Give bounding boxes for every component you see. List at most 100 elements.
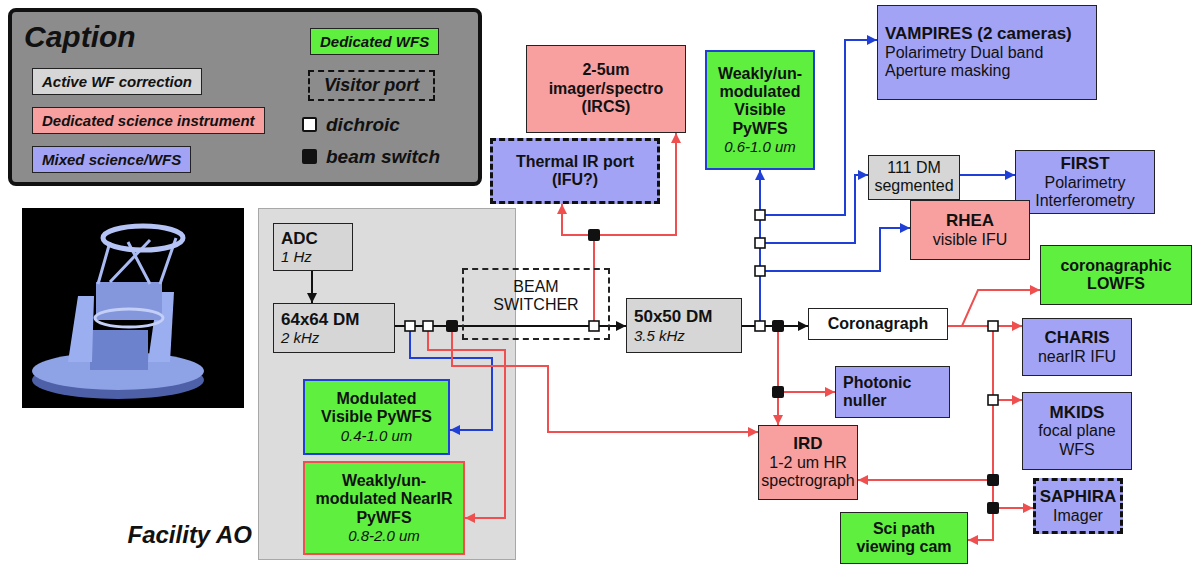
node-title: SAPHIRA xyxy=(1040,487,1117,507)
node-title: FIRST xyxy=(1060,154,1109,174)
node-detail: 0.8-2.0 um xyxy=(348,527,420,544)
beam-switch-symbol xyxy=(772,386,784,398)
beam-switch-symbol xyxy=(446,320,458,332)
dichroic-symbol xyxy=(755,321,765,331)
dichroic-symbol xyxy=(405,321,415,331)
beam-switch-sample xyxy=(302,149,317,164)
telescope-illustration xyxy=(32,226,204,399)
beam-path-wire xyxy=(593,268,595,326)
instrument-box: FIRSTPolarimetry Interferometry xyxy=(1015,150,1155,214)
wfs-box: Weakly/un-modulated NearIR PyWFS0.8-2.0 … xyxy=(303,461,465,555)
node-title: Thermal IR port (IFU?) xyxy=(500,153,650,190)
instrument-box: MKIDSfocal plane WFS xyxy=(1022,392,1132,470)
dichroic-symbol xyxy=(589,321,599,331)
telescope-top-ring xyxy=(103,226,183,250)
dichroic-sample xyxy=(302,117,317,132)
legend-swatch: Mixed science/WFS xyxy=(32,146,191,173)
node-detail: visible IFU xyxy=(933,231,1008,249)
visitor-port-box: Thermal IR port (IFU?) xyxy=(490,138,660,204)
legend-text: dichroic xyxy=(326,114,400,136)
node-detail: 1 Hz xyxy=(281,248,312,265)
infrared-beam-arrow xyxy=(742,326,778,425)
node-title: ADC xyxy=(281,229,318,249)
deformable-mirror-box: 64x64 DM2 kHz xyxy=(273,303,395,353)
legend-symbol-entry: dichroic xyxy=(302,114,400,136)
node-title: VAMPIRES (2 cameras) xyxy=(885,24,1072,44)
legend-text: Mixed science/WFS xyxy=(42,151,181,168)
node-detail: Polarimetry Dual band Aperture masking xyxy=(885,44,1089,81)
infrared-beam-arrow xyxy=(948,326,1033,508)
coronagraph-box: Coronagraph xyxy=(808,308,948,340)
beam-switch-symbol xyxy=(772,320,784,332)
beam-switch-symbol xyxy=(588,229,600,241)
wfs-box: Modulated Visible PyWFS0.4-1.0 um xyxy=(303,379,450,455)
node-title: MKIDS xyxy=(1050,403,1105,423)
dichroic-symbol xyxy=(755,210,765,220)
node-detail: Polarimetry Interferometry xyxy=(1023,174,1147,211)
node-detail: 1-2 um HR spectrograph xyxy=(761,454,854,491)
infrared-beam-arrow xyxy=(948,326,993,540)
instrument-box: IRD1-2 um HR spectrograph xyxy=(758,425,858,500)
node-detail: 0.6-1.0 um xyxy=(724,138,796,155)
node-title: Weakly/un-modulated Visible PyWFS xyxy=(714,65,806,139)
node-title: 111 DM segmented xyxy=(874,159,953,196)
visitor-port-box: SAPHIRAImager xyxy=(1033,478,1123,534)
instrument-box: 2-5um imager/spectro (IRCS) xyxy=(526,45,686,133)
node-detail: 2 kHz xyxy=(281,329,319,346)
legend-text: Visitor port xyxy=(324,75,419,96)
node-detail: 3.5 kHz xyxy=(634,327,685,344)
instrument-box: CHARISnearIR IFU xyxy=(1022,318,1132,376)
node-title: Facility AO xyxy=(94,521,252,549)
node-title: RHEA xyxy=(946,211,994,231)
beam-switcher-box: BEAM SWITCHER xyxy=(462,268,610,340)
instrument-box: VAMPIRES (2 cameras)Polarimetry Dual ban… xyxy=(877,5,1097,100)
node-title: CHARIS xyxy=(1044,328,1109,348)
node-title: 2-5um imager/spectro (IRCS) xyxy=(534,61,678,116)
wfs-box: Sci path viewing cam xyxy=(840,512,968,564)
legend-text: Dedicated science instrument xyxy=(42,112,255,129)
legend-symbol-entry: beam switch xyxy=(302,146,440,168)
node-title: Modulated Visible PyWFS xyxy=(312,390,441,427)
legend-text: Dedicated WFS xyxy=(320,33,429,50)
telescope-fork-left xyxy=(68,296,94,362)
legend-visitor-sample: Visitor port xyxy=(308,70,435,101)
node-detail: focal plane WFS xyxy=(1030,422,1124,459)
legend-panel: CaptionActive WF correctionDedicated sci… xyxy=(8,8,482,186)
beam-switch-symbols xyxy=(446,229,999,514)
node-title: 64x64 DM xyxy=(281,310,359,330)
node-title: Weakly/un-modulated NearIR PyWFS xyxy=(312,472,456,527)
infrared-beam-arrow xyxy=(948,326,1022,400)
node-detail: Imager xyxy=(1053,507,1103,525)
telescope-mirror-cell xyxy=(95,309,163,327)
beam-switch-symbol xyxy=(987,474,999,486)
dichroic-symbol xyxy=(988,321,998,331)
adc-box: ADC1 Hz xyxy=(273,223,353,271)
legend-swatch: Active WF correction xyxy=(32,68,202,95)
node-detail: 0.4-1.0 um xyxy=(341,427,413,444)
deformable-mirror-box: 111 DM segmented xyxy=(868,155,960,200)
dichroic-symbol xyxy=(755,238,765,248)
node-title: 50x50 DM xyxy=(634,307,712,327)
node-title: Coronagraph xyxy=(828,315,928,333)
visible-beam-arrow xyxy=(960,174,1015,176)
wfs-box: Weakly/un-modulated Visible PyWFS0.6-1.0… xyxy=(705,50,815,170)
dichroic-symbol xyxy=(423,321,433,331)
instrument-box: Photonic nuller xyxy=(835,366,950,418)
facility-region: Facility AOADC1 Hz64x64 DM2 kHzModulated… xyxy=(258,208,516,560)
legend-heading: Caption xyxy=(24,20,136,55)
legend-heading-holder: Caption xyxy=(24,20,136,55)
instrument-box: RHEAvisible IFU xyxy=(910,200,1030,260)
legend-text: Active WF correction xyxy=(42,73,192,90)
dichroic-symbol xyxy=(755,266,765,276)
legend-swatch: Dedicated science instrument xyxy=(32,107,265,134)
node-title: IRD xyxy=(793,434,822,454)
node-title: Photonic nuller xyxy=(843,374,942,411)
node-detail: nearIR IFU xyxy=(1038,348,1116,366)
telescope-photo-ground xyxy=(22,208,244,408)
telescope-pedestal xyxy=(90,330,148,370)
main-beam-arrow xyxy=(311,271,313,303)
telescope-center-block xyxy=(96,282,162,320)
node-title: Sci path viewing cam xyxy=(848,520,960,557)
node-title: coronagraphic LOWFS xyxy=(1048,257,1184,294)
